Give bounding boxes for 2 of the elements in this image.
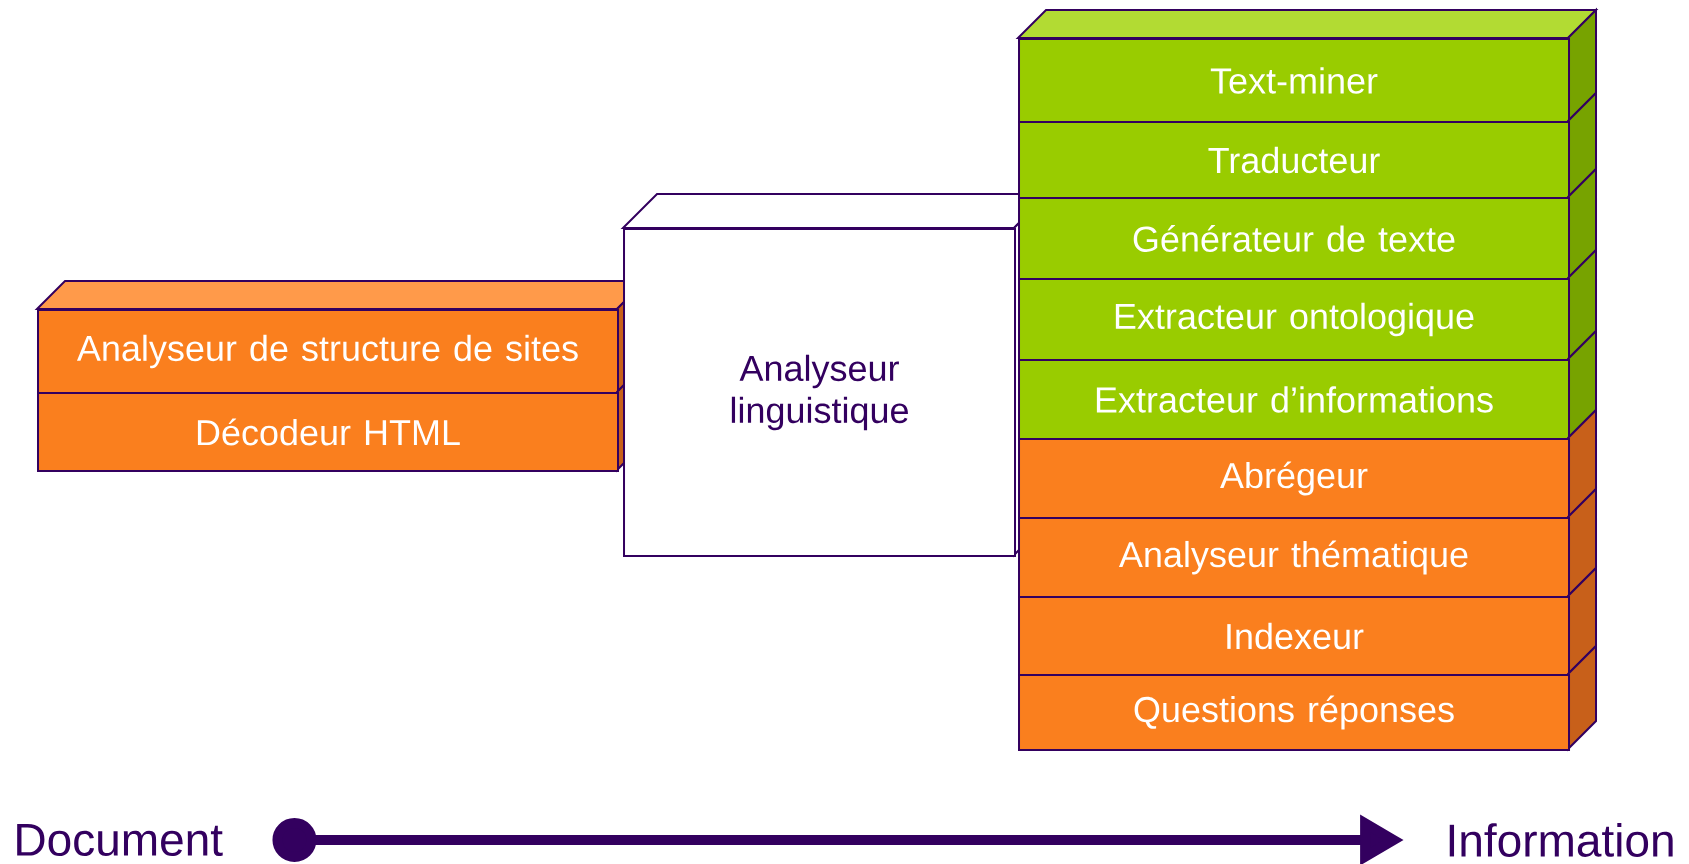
end-label: Document <box>17 823 223 857</box>
end-label: Information <box>1449 823 1673 857</box>
